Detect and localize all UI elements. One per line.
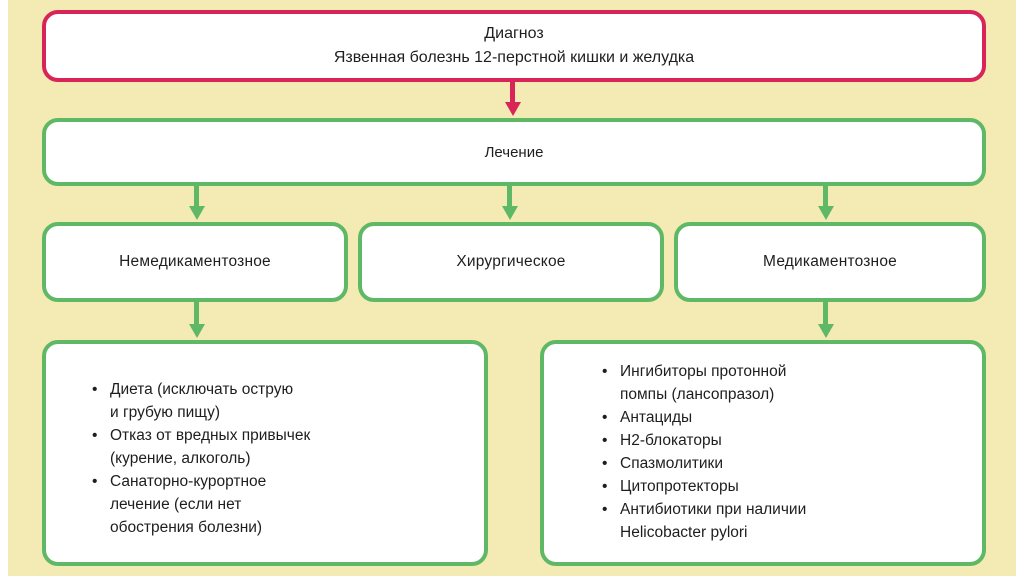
arrow-drug-to-list [818, 302, 834, 340]
list-item: Ингибиторы протонной помпы (лансопразол) [602, 360, 806, 406]
frame-edge-right [1016, 0, 1024, 576]
drug-label: Медикаментозное [763, 253, 897, 270]
arrow-treatment-to-drug [818, 186, 834, 222]
arrow-treatment-to-non-drug [189, 186, 205, 222]
non-drug-items: Диета (исключать острую и грубую пищу) О… [92, 378, 310, 539]
list-item: Н2-блокаторы [602, 429, 806, 452]
arrow-diagnosis-to-treatment [505, 82, 521, 118]
treatment-box: Лечение [42, 118, 986, 186]
diagnosis-text: Язвенная болезнь 12-перстной кишки и жел… [333, 49, 695, 66]
surgical-label: Хирургическое [456, 253, 566, 270]
arrow-treatment-to-surgical [502, 186, 518, 222]
non-drug-measures-list: Диета (исключать острую и грубую пищу) О… [42, 340, 488, 566]
diagnosis-title: Диагноз [484, 25, 544, 42]
treatment-label: Лечение [484, 143, 544, 161]
drug-groups-list: Ингибиторы протонной помпы (лансопразол)… [540, 340, 986, 566]
list-item: Цитопротекторы [602, 475, 806, 498]
surgical-treatment-box: Хирургическое [358, 222, 664, 302]
list-item: Спазмолитики [602, 452, 806, 475]
list-item: Диета (исключать острую и грубую пищу) [92, 378, 310, 424]
list-item: Антациды [602, 406, 806, 429]
list-item: Отказ от вредных привычек (курение, алко… [92, 424, 310, 470]
arrow-non-drug-to-list [189, 302, 205, 340]
list-item: Антибиотики при наличии Helicobacter pyl… [602, 498, 806, 544]
list-item: Санаторно-курортное лечение (если нет об… [92, 470, 310, 539]
drug-items: Ингибиторы протонной помпы (лансопразол)… [602, 360, 806, 544]
non-drug-label: Немедикаментозное [119, 253, 271, 270]
frame-edge-left [0, 0, 8, 576]
drug-treatment-box: Медикаментозное [674, 222, 986, 302]
diagnosis-box: Диагноз Язвенная болезнь 12-перстной киш… [42, 10, 986, 82]
non-drug-treatment-box: Немедикаментозное [42, 222, 348, 302]
